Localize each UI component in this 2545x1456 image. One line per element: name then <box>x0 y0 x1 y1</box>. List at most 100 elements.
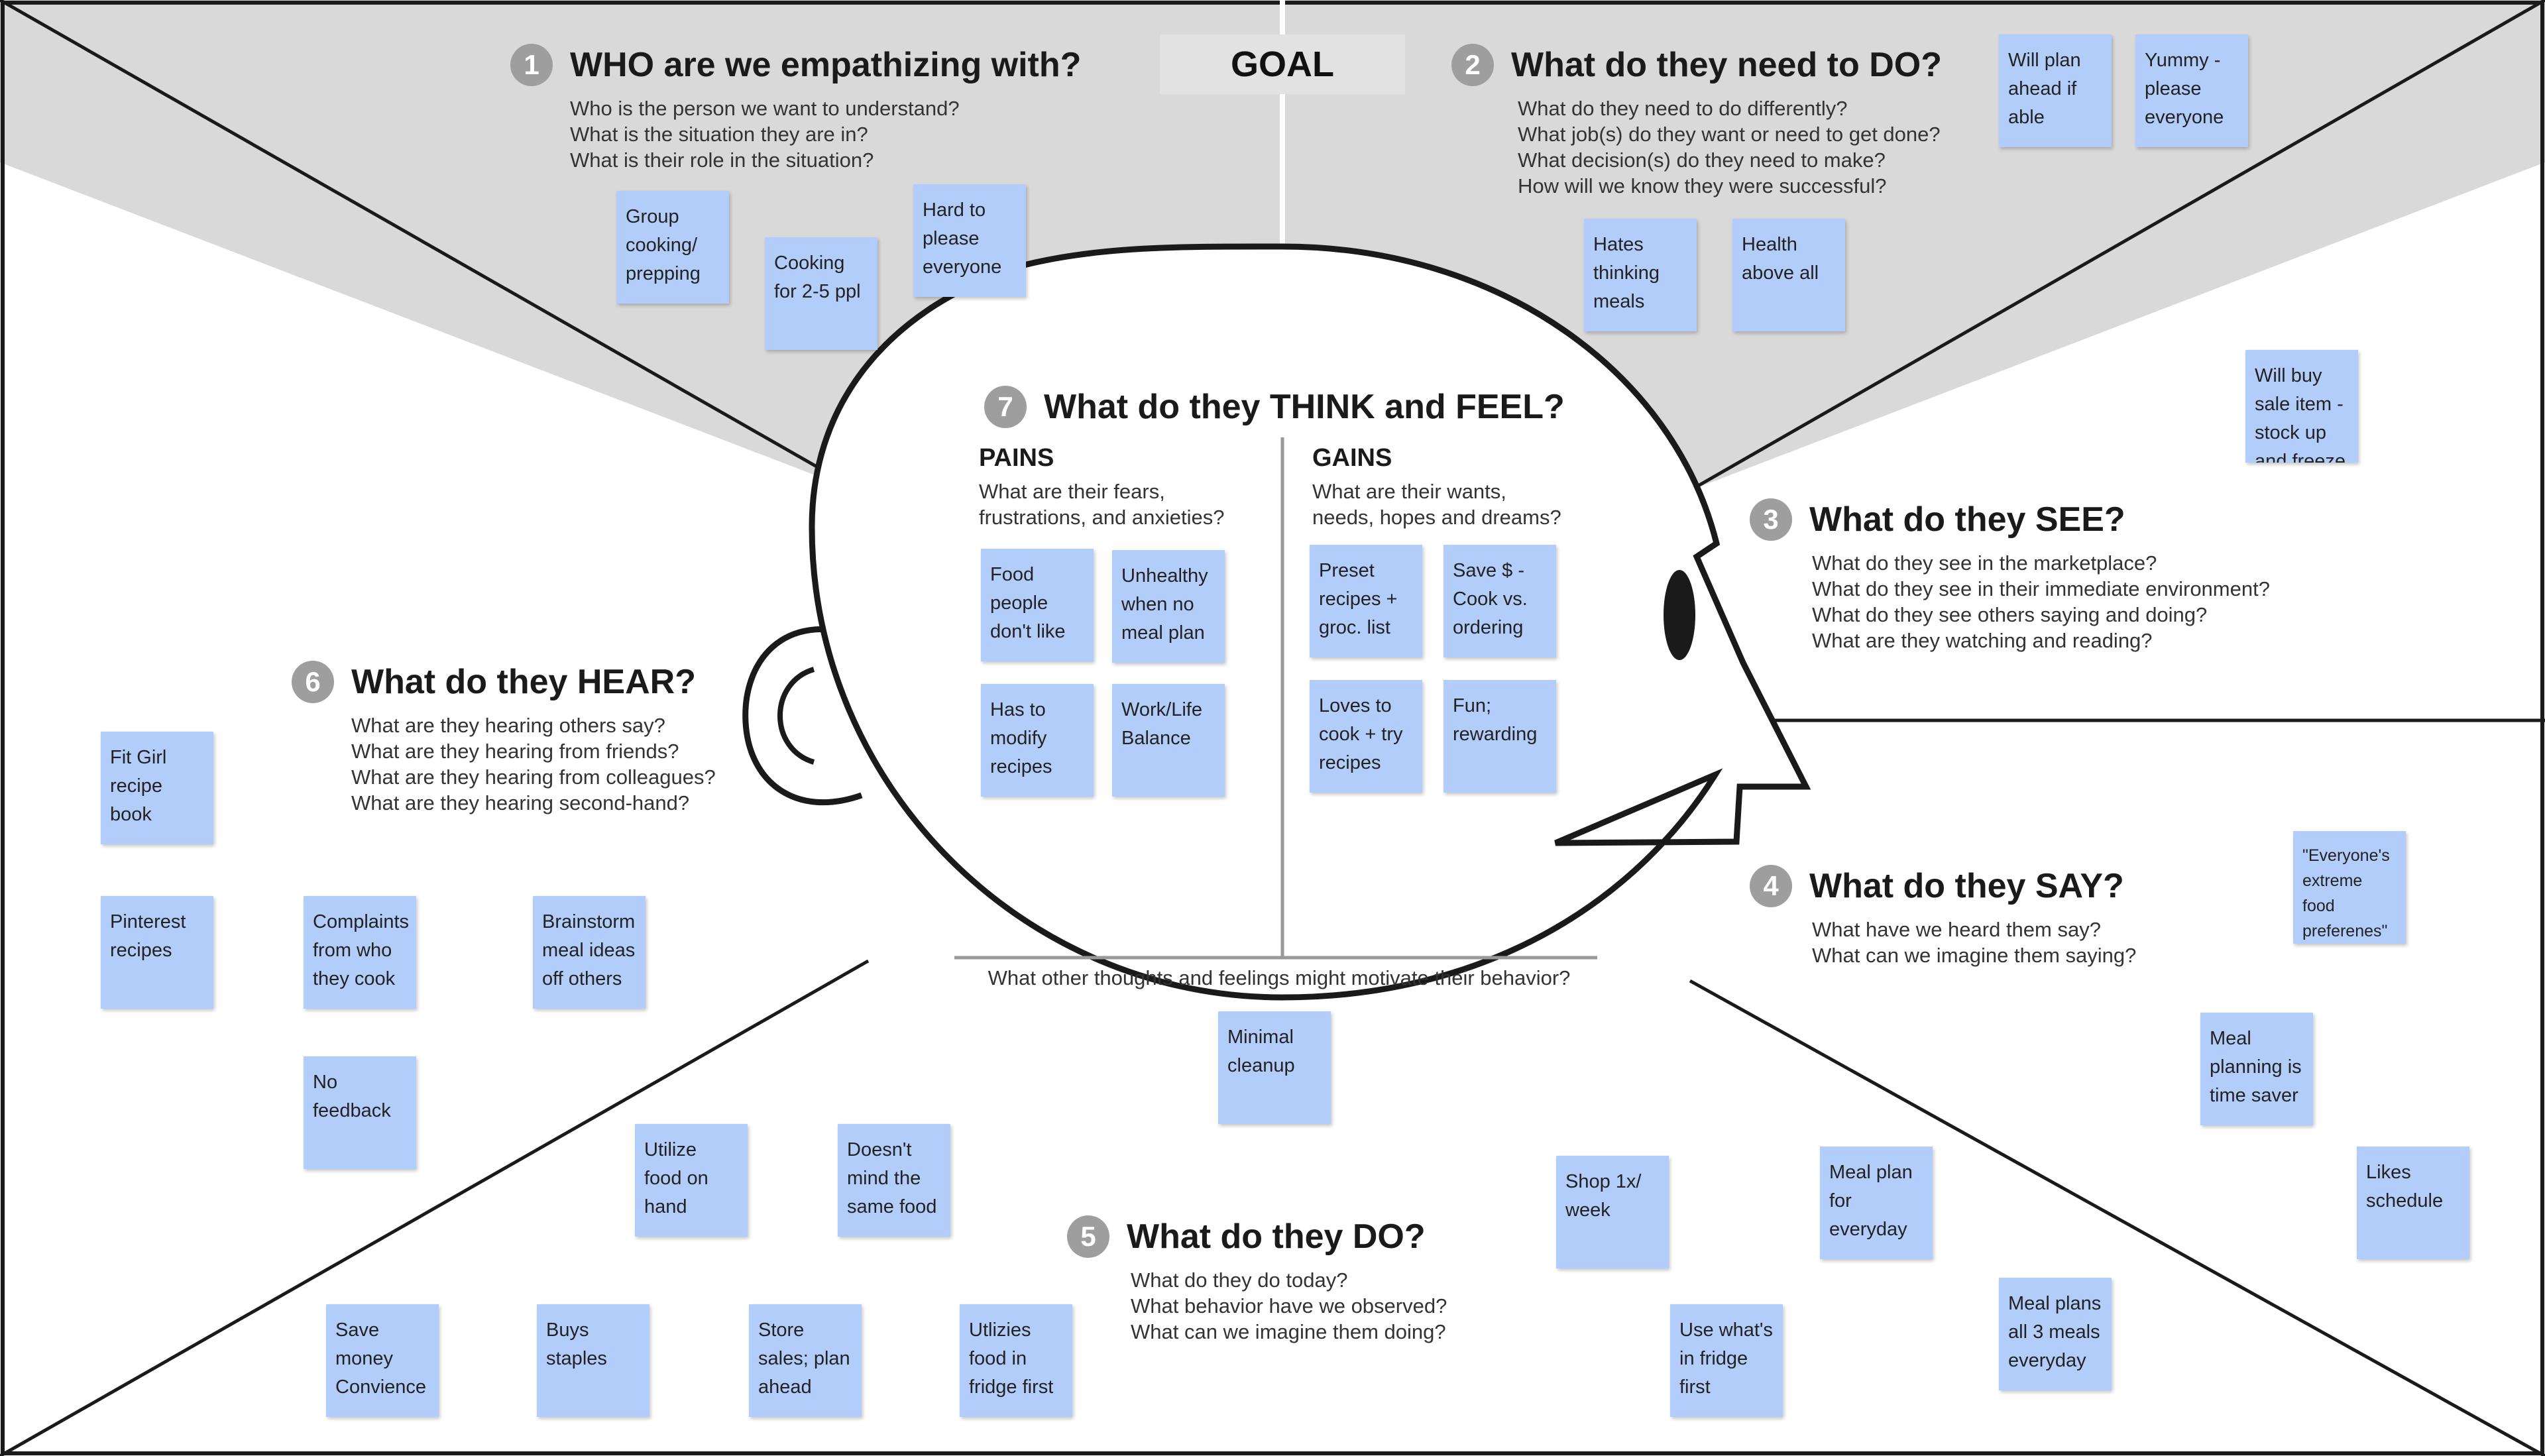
section-need-questions: What do they need to do differently? Wha… <box>1518 95 1942 199</box>
sticky-note[interactable]: Fit Girl recipe book <box>101 732 213 844</box>
sticky-note[interactable]: Shop 1x/ week <box>1556 1156 1669 1268</box>
note-line: first <box>1679 1376 1711 1398</box>
sticky-note[interactable]: No feedback <box>304 1056 416 1169</box>
sticky-note[interactable]: Cooking for 2-5 ppl <box>765 237 877 350</box>
section-do-questions: What do they do today? What behavior hav… <box>1131 1267 1447 1345</box>
sticky-note[interactable]: Meal planning is time saver <box>2200 1013 2313 1125</box>
sticky-note[interactable]: Hates thinking meals <box>1584 219 1697 331</box>
question: What decision(s) do they need to make? <box>1518 148 1886 172</box>
sticky-note[interactable]: Minimal cleanup <box>1218 1011 1331 1124</box>
note-line: cooking/ <box>626 235 698 256</box>
head-outline <box>809 243 1811 1001</box>
note-line: modify <box>990 728 1047 749</box>
note-line: "Everyone's <box>2302 846 2390 865</box>
note-line: Work/Life <box>1121 699 1202 720</box>
pains-description-line: What are their fears, <box>979 480 1165 503</box>
section-think: 7 What do they THINK and FEEL? <box>984 386 1565 428</box>
note-line: recipes <box>1319 752 1381 773</box>
section-need-title: What do they need to DO? <box>1511 46 1942 84</box>
section-think-title: What do they THINK and FEEL? <box>1044 388 1565 426</box>
note-line: when no <box>1121 594 1194 615</box>
sticky-note[interactable]: Likes schedule <box>2357 1147 2469 1259</box>
sticky-note[interactable]: Group cooking/ prepping <box>616 191 729 304</box>
note-line: everyone <box>923 256 1002 278</box>
line-bottom-right <box>1689 979 2545 1456</box>
note-line: Store <box>758 1319 805 1341</box>
sticky-note[interactable]: Pinterest recipes <box>101 896 213 1009</box>
sticky-note[interactable]: Use what's in fridge first <box>1670 1304 1783 1417</box>
sticky-note[interactable]: Brainstorm meal ideas off others <box>533 896 646 1009</box>
sticky-note[interactable]: Loves to cook + try recipes <box>1310 680 1422 793</box>
note-line: Save <box>335 1319 380 1341</box>
note-line: groc. list <box>1319 617 1390 638</box>
motivate-question: What other thoughts and feelings might m… <box>988 966 1571 989</box>
note-line: book <box>110 804 152 825</box>
note-line: Use what's <box>1679 1319 1773 1341</box>
sticky-note[interactable]: Preset recipes + groc. list <box>1310 545 1422 657</box>
sticky-note[interactable]: Doesn't mind the same food <box>838 1124 950 1237</box>
note-line: No <box>313 1072 338 1093</box>
note-line: meals <box>1593 291 1645 312</box>
section-say-number-badge: 4 <box>1750 865 1792 907</box>
section-need-header: 2 What do they need to DO? <box>1451 44 1942 86</box>
question: What behavior have we observed? <box>1131 1294 1447 1317</box>
note-line: money <box>335 1348 394 1369</box>
section-see-header: 3 What do they SEE? <box>1750 498 2270 541</box>
note-line: Balance <box>1121 728 1191 749</box>
question: What are they hearing from friends? <box>351 740 679 763</box>
question: What is their role in the situation? <box>570 148 874 172</box>
sticky-note[interactable]: Meal plans all 3 meals everyday <box>1999 1278 2112 1390</box>
note-line: recipes + <box>1319 588 1398 610</box>
note-line: for 2-5 ppl <box>774 281 861 302</box>
sticky-note[interactable]: Utilize food on hand <box>635 1124 748 1237</box>
sticky-note[interactable]: Has to modify recipes <box>981 684 1094 797</box>
sticky-note[interactable]: Work/Life Balance <box>1112 684 1225 797</box>
sticky-note[interactable]: Will buy sale item - stock up and freeze <box>2245 350 2358 463</box>
question: Who is the person we want to understand? <box>570 97 960 120</box>
question: What can we imagine them saying? <box>1812 944 2137 967</box>
note-line: in fridge <box>1679 1348 1748 1369</box>
question: How will we know they were successful? <box>1518 174 1887 197</box>
note-line: Complaints <box>313 911 410 932</box>
question: What do they see others saying and doing… <box>1812 603 2208 626</box>
sticky-note[interactable]: Complaints from who they cook <box>304 896 416 1009</box>
sticky-note[interactable]: Store sales; plan ahead <box>749 1304 862 1417</box>
section-who-number-badge: 1 <box>510 44 553 86</box>
section-need: 2 What do they need to DO? What do they … <box>1451 44 1942 199</box>
note-line: week <box>1565 1200 1611 1221</box>
note-line: thinking <box>1593 262 1660 284</box>
note-line: prepping <box>626 263 701 284</box>
sticky-note[interactable]: Fun; rewarding <box>1443 680 1556 793</box>
section-say-title: What do they SAY? <box>1809 867 2124 905</box>
note-line: everyone <box>2145 107 2224 128</box>
note-line: cleanup <box>1227 1055 1295 1076</box>
note-line: hand <box>644 1196 687 1217</box>
section-see-number-badge: 3 <box>1750 498 1792 541</box>
sticky-note[interactable]: Food people don't like <box>981 549 1094 661</box>
section-do-number-badge: 5 <box>1067 1215 1109 1258</box>
section-hear-questions: What are they hearing others say? What a… <box>351 712 716 816</box>
sticky-note[interactable]: Unhealthy when no meal plan <box>1112 550 1225 663</box>
line-top-right <box>1689 0 2545 492</box>
note-line: food on <box>644 1168 708 1189</box>
note-line: staples <box>546 1348 607 1369</box>
note-line: all 3 meals <box>2008 1321 2100 1343</box>
sticky-note[interactable]: Utlizies food in fridge first <box>960 1304 1072 1417</box>
sticky-note[interactable]: Buys staples <box>537 1304 650 1417</box>
note-line: recipe <box>110 775 162 797</box>
sticky-note[interactable]: Meal plan for everyday <box>1820 1147 1933 1259</box>
sticky-note[interactable]: Save $ - Cook vs. ordering <box>1443 545 1556 657</box>
sticky-note[interactable]: Hard to please everyone <box>913 184 1026 297</box>
sticky-note[interactable]: Will plan ahead if able <box>1999 34 2112 147</box>
section-see-questions: What do they see in the marketplace? Wha… <box>1812 550 2270 653</box>
sticky-note[interactable]: Yummy - please everyone <box>2135 34 2248 147</box>
note-line: meal plan <box>1121 622 1205 644</box>
note-line: Shop 1x/ <box>1565 1171 1642 1192</box>
question: What have we heard them say? <box>1812 918 2101 941</box>
sticky-note[interactable]: Health above all <box>1732 219 1845 331</box>
sticky-note[interactable]: "Everyone's extreme food preferenes" <box>2293 831 2406 944</box>
sticky-note[interactable]: Save money Convience <box>326 1304 439 1417</box>
note-line: Fit Girl <box>110 747 167 768</box>
note-line: Fun; <box>1453 695 1492 716</box>
section-who-questions: Who is the person we want to understand?… <box>570 95 1081 173</box>
